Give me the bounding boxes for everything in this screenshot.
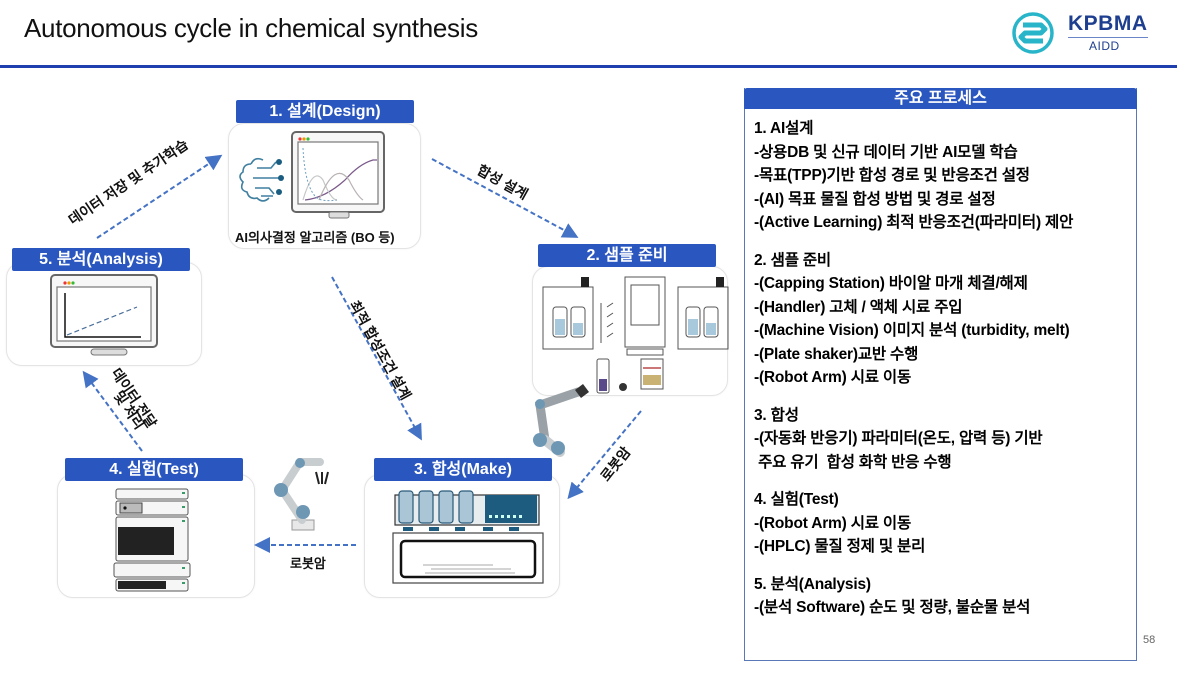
arrow-label-make-to-test: 로봇암	[290, 556, 326, 571]
panel-body: 1. AI설계 -상용DB 및 신규 데이터 기반 AI모델 학습 -목표(TP…	[754, 117, 1132, 634]
arrow-label-design-to-make: 최적 합성조건 설계	[346, 297, 415, 403]
kpbma-logo-icon	[1012, 12, 1054, 54]
section-title: 3. 합성	[754, 406, 799, 424]
test-card	[57, 474, 255, 598]
section-line: -상용DB 및 신규 데이터 기반 AI모델 학습	[754, 143, 1018, 161]
section-title: 1. AI설계	[754, 120, 814, 137]
section-line: -목표(TPP)기반 합성 경로 및 반응조건 설정	[754, 167, 1030, 184]
page-number: 58	[1143, 634, 1156, 646]
stage-label-test: 4. 실험(Test)	[65, 458, 243, 481]
section-line: -(HPLC) 물질 정제 및 분리	[754, 538, 926, 555]
logo-subtitle: AIDD	[1089, 39, 1120, 53]
process-section-sample-prep: 2. 샘플 준비 -(Capping Station) 바이알 마개 체결/해제…	[754, 249, 1132, 390]
panel-title: 주요 프로세스	[744, 88, 1137, 109]
section-title: 2. 샘플 준비	[754, 251, 831, 269]
logo-divider	[1068, 37, 1148, 38]
lab-equipment-icon	[542, 276, 729, 394]
design-card: AI의사결정 알고리즘 (BO 등)	[228, 123, 421, 249]
section-line: -(Active Learning) 최적 반응조건(파라미터) 제안	[754, 214, 1074, 231]
section-line: -(Robot Arm) 시료 이동	[754, 369, 912, 386]
robot-arm-make-to-test	[274, 458, 329, 531]
section-line: -(Capping Station) 바이알 마개 체결/해제	[754, 275, 1028, 292]
section-line: 주요 유기 합성 화학 반응 수행	[754, 453, 952, 471]
sample-prep-card	[532, 266, 729, 396]
slide-title: Autonomous cycle in chemical synthesis	[24, 13, 478, 43]
header-divider	[0, 65, 1177, 68]
stage-label-make: 3. 합성(Make)	[374, 458, 552, 481]
section-title: 5. 분석(Analysis)	[754, 575, 871, 593]
process-section-design: 1. AI설계 -상용DB 및 신규 데이터 기반 AI모델 학습 -목표(TP…	[754, 117, 1132, 235]
arrow-label-sample-to-make: 로봇암	[597, 443, 634, 485]
process-panel: 주요 프로세스 1. AI설계 -상용DB 및 신규 데이터 기반 AI모델 학…	[744, 88, 1137, 661]
kpbma-logo: KPBMA AIDD	[1012, 10, 1162, 56]
ai-monitor-icon	[239, 131, 385, 219]
section-line: -(분석 Software) 순도 및 정량, 불순물 분석	[754, 599, 1031, 616]
logo-wordmark: KPBMA	[1068, 12, 1148, 35]
section-line: -(AI) 목표 물질 합성 방법 및 경로 설정	[754, 190, 996, 208]
process-section-test: 4. 실험(Test) -(Robot Arm) 시료 이동 -(HPLC) 물…	[754, 488, 1132, 559]
process-section-analysis: 5. 분석(Analysis) -(분석 Software) 순도 및 정량, …	[754, 573, 1132, 620]
arrow-label-analysis-to-design: 데이터 저장 및 추가학습	[65, 136, 191, 228]
process-section-make: 3. 합성 -(자동화 반응기) 파라미터(온도, 압력 등) 기반 주요 유기…	[754, 404, 1132, 475]
section-line: -(자동화 반응기) 파라미터(온도, 압력 등) 기반	[754, 430, 1043, 447]
analysis-monitor-icon	[50, 274, 158, 356]
section-line: -(Robot Arm) 시료 이동	[754, 514, 912, 532]
design-caption: AI의사결정 알고리즘 (BO 등)	[235, 230, 395, 245]
analysis-card	[6, 262, 202, 366]
section-line: -(Machine Vision) 이미지 분석 (turbidity, mel…	[754, 322, 1070, 339]
section-line: -(Plate shaker)교반 수행	[754, 345, 919, 363]
section-title: 4. 실험(Test)	[754, 491, 839, 508]
stage-label-design: 1. 설계(Design)	[236, 100, 414, 123]
reactor-icon	[392, 490, 544, 584]
hplc-icon	[113, 488, 191, 592]
arrow-label-design-to-sample: 합성 설계	[474, 161, 531, 203]
section-line: -(Handler) 고체 / 액체 시료 주입	[754, 298, 963, 316]
stage-label-sample-prep: 2. 샘플 준비	[538, 244, 716, 267]
make-card	[364, 474, 560, 598]
stage-label-analysis: 5. 분석(Analysis)	[12, 248, 190, 271]
